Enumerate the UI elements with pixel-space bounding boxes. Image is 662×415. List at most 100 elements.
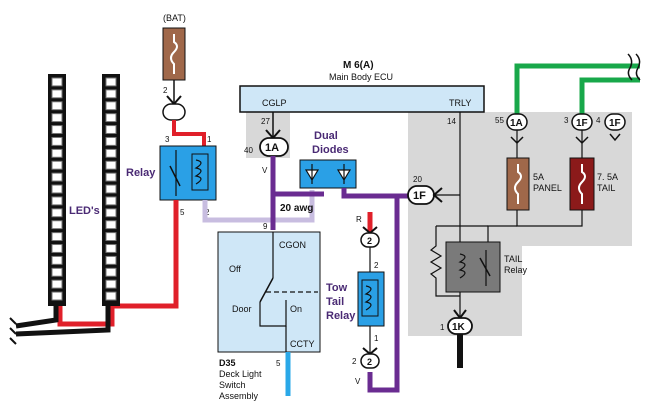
led-cell <box>105 255 117 265</box>
c1a-right-label: 1A <box>510 118 523 129</box>
pin-55: 55 <box>495 116 504 125</box>
led-cell <box>105 101 117 111</box>
led-cell <box>105 148 117 158</box>
tail-fuse-arrow <box>575 136 589 145</box>
led-cell <box>105 125 117 134</box>
trly-pin: 14 <box>447 117 456 126</box>
wire-break-1 <box>627 53 633 81</box>
led-cell <box>105 208 117 218</box>
led-cell <box>51 172 63 182</box>
led-cell <box>51 267 63 277</box>
pin-3: 3 <box>564 116 569 125</box>
c1k-label: 1K <box>452 322 466 333</box>
wire-gauge-label: 20 awg <box>280 203 313 214</box>
led-cell <box>51 113 63 123</box>
tow-pin1: 1 <box>374 334 379 343</box>
ground-wire-2 <box>15 306 111 337</box>
ground-wire-1 <box>15 306 59 329</box>
diode-2-symbol <box>336 164 352 184</box>
tail-relay-label-1: TAIL <box>504 254 522 264</box>
d35-name-1: Deck Light <box>219 369 262 379</box>
ecu-name: Main Body ECU <box>329 72 393 82</box>
tail-fuse-label-1: 7. 5A <box>597 172 618 182</box>
tail-relay-blade <box>479 257 491 277</box>
led-cell <box>105 220 117 230</box>
led-cell <box>51 208 63 218</box>
c1a-left-pin: 40 <box>244 146 253 155</box>
cglp-pin: 27 <box>261 117 270 126</box>
purple-wire-tow <box>367 196 400 393</box>
fuse-bus-wire <box>516 210 583 227</box>
green-wire-1 <box>514 63 640 114</box>
bat-pin: 2 <box>163 86 168 95</box>
cgon-pin: 9 <box>263 222 268 231</box>
led-cell <box>51 148 63 158</box>
bat-fuse-element <box>170 34 178 74</box>
tow-tail-label-2: Tail <box>326 296 344 308</box>
relay-pin5: 5 <box>180 208 185 217</box>
diode-1-symbol <box>304 164 320 184</box>
led-cell <box>51 136 63 146</box>
led-cell <box>51 125 63 134</box>
panel-fuse-label-1: 5A <box>533 172 544 182</box>
panel-fuse-label-2: PANEL <box>533 183 562 193</box>
c2-top-label: 2 <box>367 236 372 246</box>
c1f-right2-label: 1F <box>609 118 621 129</box>
panel-fuse-arrow <box>510 136 524 145</box>
relay-switch-blade <box>169 165 181 187</box>
led-cell <box>105 267 117 277</box>
panel-fuse-element <box>514 164 522 204</box>
c1f-mid-label: 1F <box>413 190 426 202</box>
led-cell <box>51 89 63 99</box>
leds-label: LED's <box>69 205 100 217</box>
pin-4: 4 <box>596 116 601 125</box>
v-right: V <box>355 377 361 386</box>
tail-fuse-element <box>578 164 586 204</box>
d35-name-3: Assembly <box>219 391 259 401</box>
relay-pin3: 3 <box>165 135 170 144</box>
led-cell <box>105 160 117 170</box>
led-cell <box>51 160 63 170</box>
door-label: Door <box>232 304 252 314</box>
relay-coil <box>194 159 202 185</box>
d35-circuit <box>259 300 287 327</box>
tow-pin2b: 2 <box>352 357 357 366</box>
led-cell <box>105 89 117 99</box>
d35-switch-blade <box>259 277 274 303</box>
lavender-wire <box>202 190 315 223</box>
panel-fuse <box>506 157 530 211</box>
led-cell <box>51 279 63 289</box>
green-wire-2 <box>579 77 640 114</box>
led-cell <box>51 196 63 206</box>
c1f-right2-connector <box>604 113 626 131</box>
led-cell <box>105 232 117 242</box>
tail-fuse-label-2: TAIL <box>597 183 615 193</box>
red-wire-bat <box>172 120 206 146</box>
led-cell <box>51 291 63 301</box>
on-label: On <box>290 304 302 314</box>
relay-pin1: 1 <box>207 135 212 144</box>
led-cell <box>105 279 117 289</box>
led-strip-left <box>48 74 66 306</box>
dual-diodes-label-1: Dual <box>314 130 338 142</box>
off-label: Off <box>229 264 241 274</box>
main-body-ecu <box>239 85 485 113</box>
led-cell <box>51 255 63 265</box>
led-cell <box>105 172 117 182</box>
d35-code: D35 <box>219 358 236 368</box>
led-cell <box>105 136 117 146</box>
relay-coil-box <box>191 153 209 191</box>
red-wire-led-loop <box>57 306 115 327</box>
tow-tail-label-1: Tow <box>326 282 348 294</box>
led-cell <box>51 77 63 87</box>
tow-r: R <box>356 215 362 224</box>
c1a-left-label: 1A <box>265 142 279 154</box>
tail-relay-resistor <box>429 226 460 297</box>
led-cell <box>105 184 117 194</box>
v-left: V <box>262 166 268 175</box>
c1f-mid-pin: 20 <box>413 175 422 184</box>
dual-diodes-label-2: Diodes <box>312 144 349 156</box>
led-cell <box>51 101 63 111</box>
